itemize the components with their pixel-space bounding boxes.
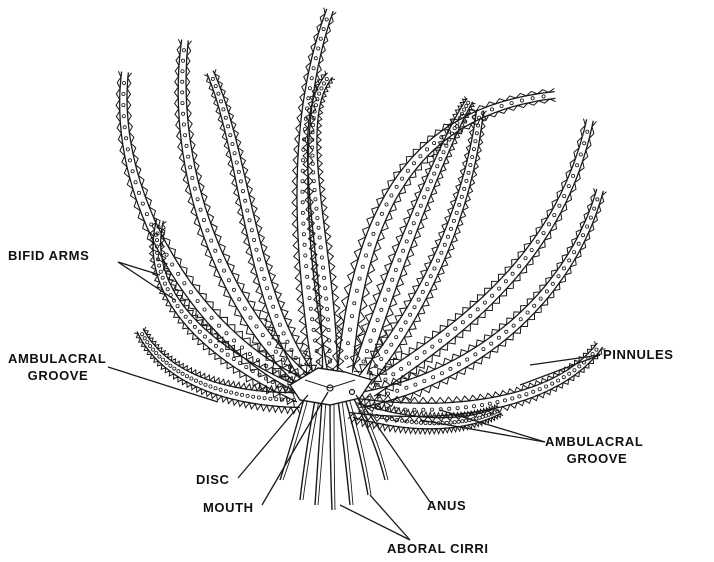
label-pinnules: PINNULES [603,346,674,363]
leader-aboral-cirri-2 [370,495,410,540]
aboral-cirrus-2 [300,400,315,500]
label-ambulacral-groove-right: AMBULACRAL GROOVE [545,433,649,467]
aboral-cirri-group [280,395,388,510]
label-disc-text: DISC [196,472,229,487]
leader-bifid-arms-1 [118,262,175,300]
leader-anus [356,395,430,502]
label-anus-text: ANUS [427,498,466,513]
label-aboral-cirri: ABORAL CIRRI [387,540,489,557]
label-ambulacral-groove-right-line2: GROOVE [545,450,649,467]
label-bifid-arms: BIFID ARMS [8,247,89,264]
label-disc: DISC [196,471,229,488]
label-mouth: MOUTH [203,499,254,516]
label-ambulacral-groove-left-line1: AMBULACRAL [8,350,108,367]
label-ambulacral-groove-left: AMBULACRAL GROOVE [8,350,108,384]
label-mouth-text: MOUTH [203,500,254,515]
label-aboral-cirri-text: ABORAL CIRRI [387,541,489,556]
label-ambulacral-groove-left-line2: GROOVE [8,367,108,384]
aboral-cirrus-4 [330,400,332,510]
label-pinnules-text: PINNULES [603,347,674,362]
label-ambulacral-groove-right-line1: AMBULACRAL [545,433,649,450]
label-anus: ANUS [427,497,466,514]
arms-group [116,8,606,434]
leader-aboral-cirri-1 [340,505,410,540]
label-bifid-arms-text: BIFID ARMS [8,248,89,263]
